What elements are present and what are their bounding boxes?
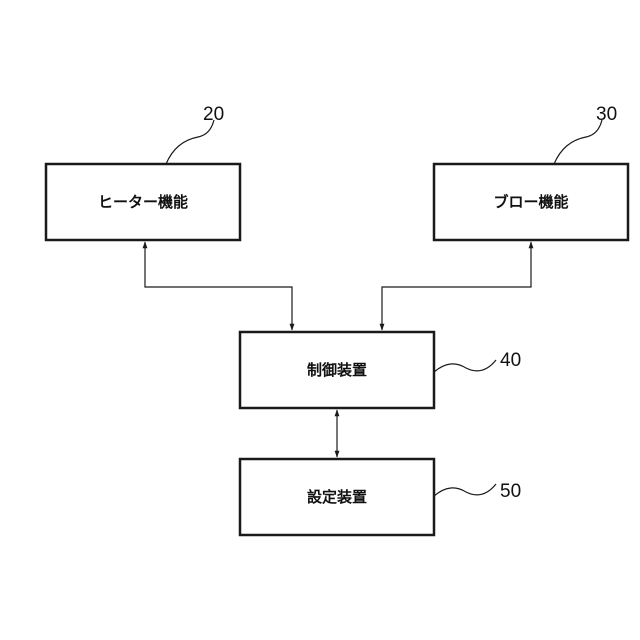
heater-reference-number: 20 xyxy=(203,104,224,125)
setting-block: 設定装置 xyxy=(240,459,434,535)
heater-block: ヒーター機能 xyxy=(46,164,240,240)
setting-reference-number: 50 xyxy=(500,481,521,502)
heater-label: ヒーター機能 xyxy=(98,193,188,211)
setting-label: 設定装置 xyxy=(307,488,367,506)
blower-leader-line xyxy=(554,120,602,164)
blower-reference-number: 30 xyxy=(596,104,617,125)
heater-controller-connector xyxy=(145,242,292,330)
controller-block: 制御装置 xyxy=(240,332,434,408)
blower-controller-connector xyxy=(382,242,531,330)
controller-leader-line xyxy=(434,360,496,372)
controller-label: 制御装置 xyxy=(307,361,367,379)
setting-leader-line xyxy=(434,484,496,496)
blower-label: ブロー機能 xyxy=(493,193,568,211)
blower-block: ブロー機能 xyxy=(434,164,628,240)
controller-reference-number: 40 xyxy=(500,350,521,371)
heater-leader-line xyxy=(166,120,214,164)
